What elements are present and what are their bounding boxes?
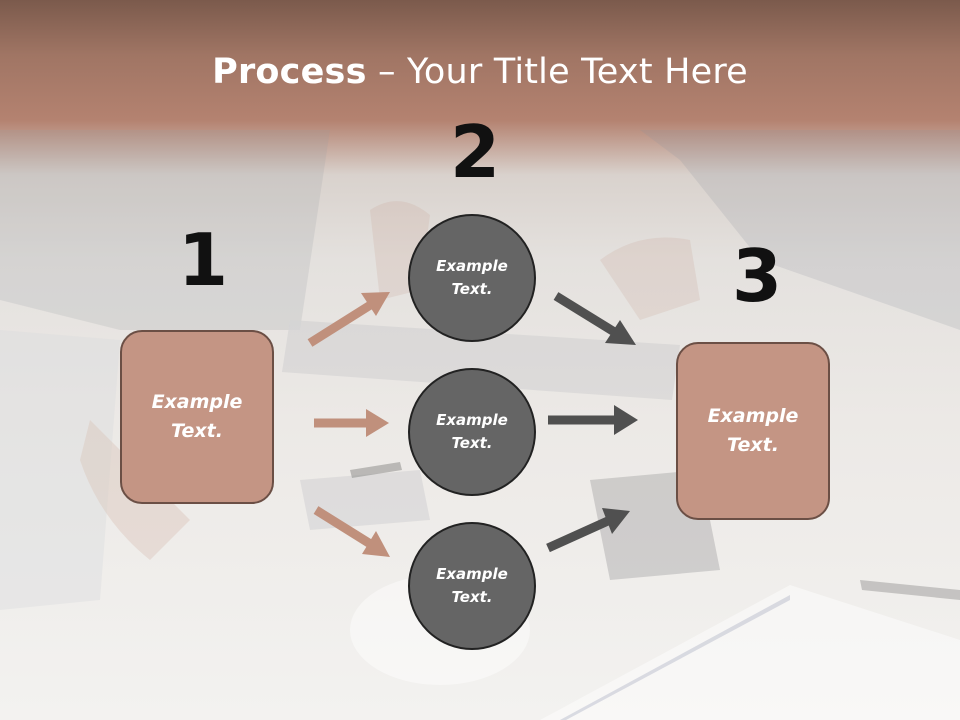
slide-title: Process – Your Title Text Here <box>0 52 960 92</box>
step-3-box: Example Text. <box>676 342 830 520</box>
arrow-from-bottom-circle <box>546 508 630 553</box>
arrow-from-middle-circle <box>548 405 638 435</box>
step-1-box: Example Text. <box>120 330 274 504</box>
step-number-3: 3 <box>732 234 783 318</box>
arrow-to-middle-circle <box>314 409 389 437</box>
title-rest: – Your Title Text Here <box>366 52 748 92</box>
arrow-from-top-circle <box>553 292 636 345</box>
step-number-1: 1 <box>178 218 229 302</box>
step-2-circle-middle: Example Text. <box>408 368 536 496</box>
title-bold: Process <box>212 52 367 92</box>
arrow-to-bottom-circle <box>313 506 390 557</box>
arrow-to-top-circle <box>307 292 390 347</box>
step-2-circle-top: Example Text. <box>408 214 536 342</box>
step-number-2: 2 <box>450 110 501 194</box>
step-2-circle-bottom: Example Text. <box>408 522 536 650</box>
